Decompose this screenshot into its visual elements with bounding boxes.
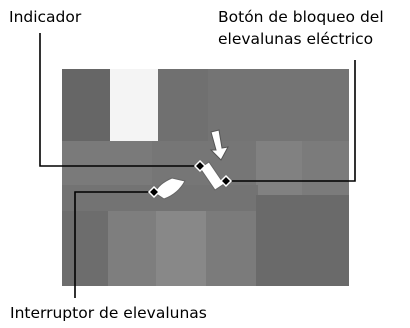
lock-button-label-line1: Botón de bloqueo del <box>218 8 384 26</box>
window-switch-endpoint-icon <box>147 185 161 199</box>
door-panel <box>62 69 349 286</box>
window-switch-label: Interruptor de elevalunas <box>10 304 207 322</box>
leader-endpoints <box>147 159 233 199</box>
lock-button-endpoint-icon <box>219 174 233 188</box>
leader-lines <box>39 33 356 298</box>
indicator-label: Indicador <box>9 8 82 26</box>
indicator-leader-line <box>39 33 200 167</box>
window-switch-icon <box>154 177 186 200</box>
highlight-block <box>110 69 158 141</box>
lock-button-leader-line <box>226 60 356 182</box>
indicator-arrow-icon <box>209 129 229 161</box>
indicator-endpoint-icon <box>193 159 207 173</box>
lock-button-label-line2: elevalunas eléctrico <box>218 30 374 48</box>
lock-button-label: Botón de bloqueo del elevalunas eléctric… <box>218 6 384 50</box>
window-switch-leader-line <box>74 191 154 298</box>
